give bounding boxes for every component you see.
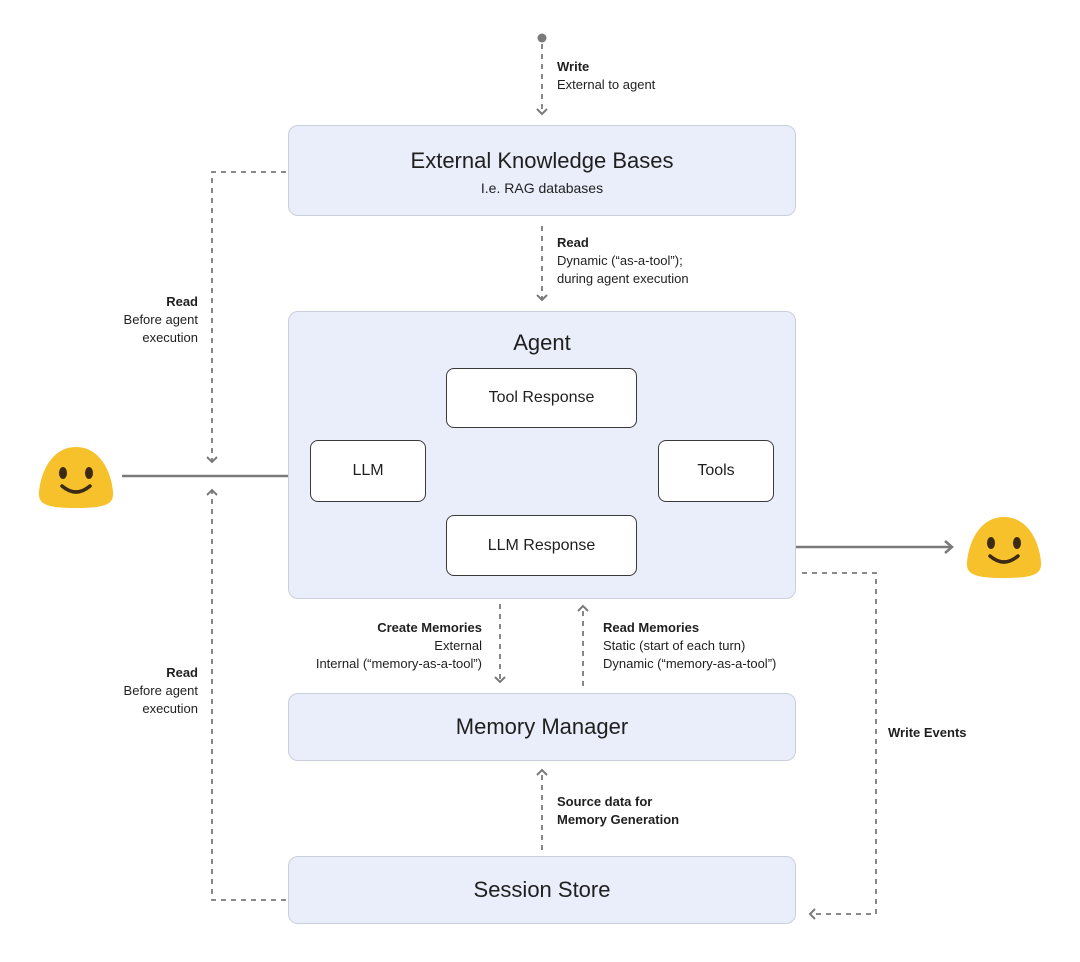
write-origin-dot <box>537 33 547 43</box>
read-left-bottom-line1: Before agent <box>123 683 198 698</box>
read-memories-line2: Dynamic (“memory-as-a-tool”) <box>603 656 777 671</box>
read-memories-title: Read Memories <box>603 620 700 635</box>
create-memories-line1: External <box>434 638 482 653</box>
llm-box: LLM <box>310 440 426 502</box>
read-memories-line1: Static (start of each turn) <box>603 638 746 653</box>
read-left-top-label: Read Before agent execution <box>124 293 198 347</box>
read-memories-label: Read Memories Static (start of each turn… <box>603 619 776 673</box>
read-kb-label: Read Dynamic (“as-a-tool”); during agent… <box>557 234 689 288</box>
external-knowledge-bases-subtitle: I.e. RAG databases <box>480 180 604 196</box>
external-knowledge-bases-title: External Knowledge Bases <box>410 148 674 173</box>
source-data-line2: Memory Generation <box>557 812 680 827</box>
create-memories-title: Create Memories <box>377 620 482 635</box>
read-left-top-line1: Before agent <box>123 312 198 327</box>
read-kb-line1: Dynamic (“as-a-tool”); <box>557 253 683 268</box>
memory-manager-title: Memory Manager <box>455 714 629 739</box>
read-left-top-line2: execution <box>142 330 198 345</box>
write-events-path <box>802 572 877 920</box>
llm-response-box: LLM Response <box>446 515 637 576</box>
read-kb-line2: during agent execution <box>557 271 689 286</box>
memory-manager-box: Memory Manager <box>288 693 796 761</box>
read-left-bottom-label: Read Before agent execution <box>124 664 198 718</box>
read-left-bottom-line2: execution <box>142 701 198 716</box>
session-store-box: Session Store <box>288 856 796 924</box>
tool-response-box: Tool Response <box>446 368 637 428</box>
create-memories-line2: Internal (“memory-as-a-tool”) <box>315 656 482 671</box>
write-events-label: Write Events <box>888 724 967 742</box>
write-events-title: Write Events <box>888 725 967 740</box>
read-left-top-title: Read <box>166 294 198 309</box>
read-session-left-path <box>206 488 286 901</box>
read-left-bottom-title: Read <box>166 665 198 680</box>
create-memories-label: Create Memories External Internal (“memo… <box>316 619 482 673</box>
read-kb-left-path <box>206 171 286 464</box>
write-top-line1: External to agent <box>557 77 656 92</box>
source-data-label: Source data for Memory Generation <box>557 793 679 829</box>
tools-box: Tools <box>658 440 774 502</box>
smiley-face-icon <box>38 447 114 508</box>
external-knowledge-bases-box: External Knowledge Bases I.e. RAG databa… <box>288 125 796 216</box>
session-store-title: Session Store <box>473 877 611 902</box>
smiley-face-icon <box>966 517 1042 578</box>
agent-title: Agent <box>513 330 571 355</box>
source-data-line1: Source data for <box>557 794 653 809</box>
write-top-label: Write External to agent <box>557 58 655 94</box>
write-top-title: Write <box>557 59 590 74</box>
read-kb-title: Read <box>557 235 589 250</box>
